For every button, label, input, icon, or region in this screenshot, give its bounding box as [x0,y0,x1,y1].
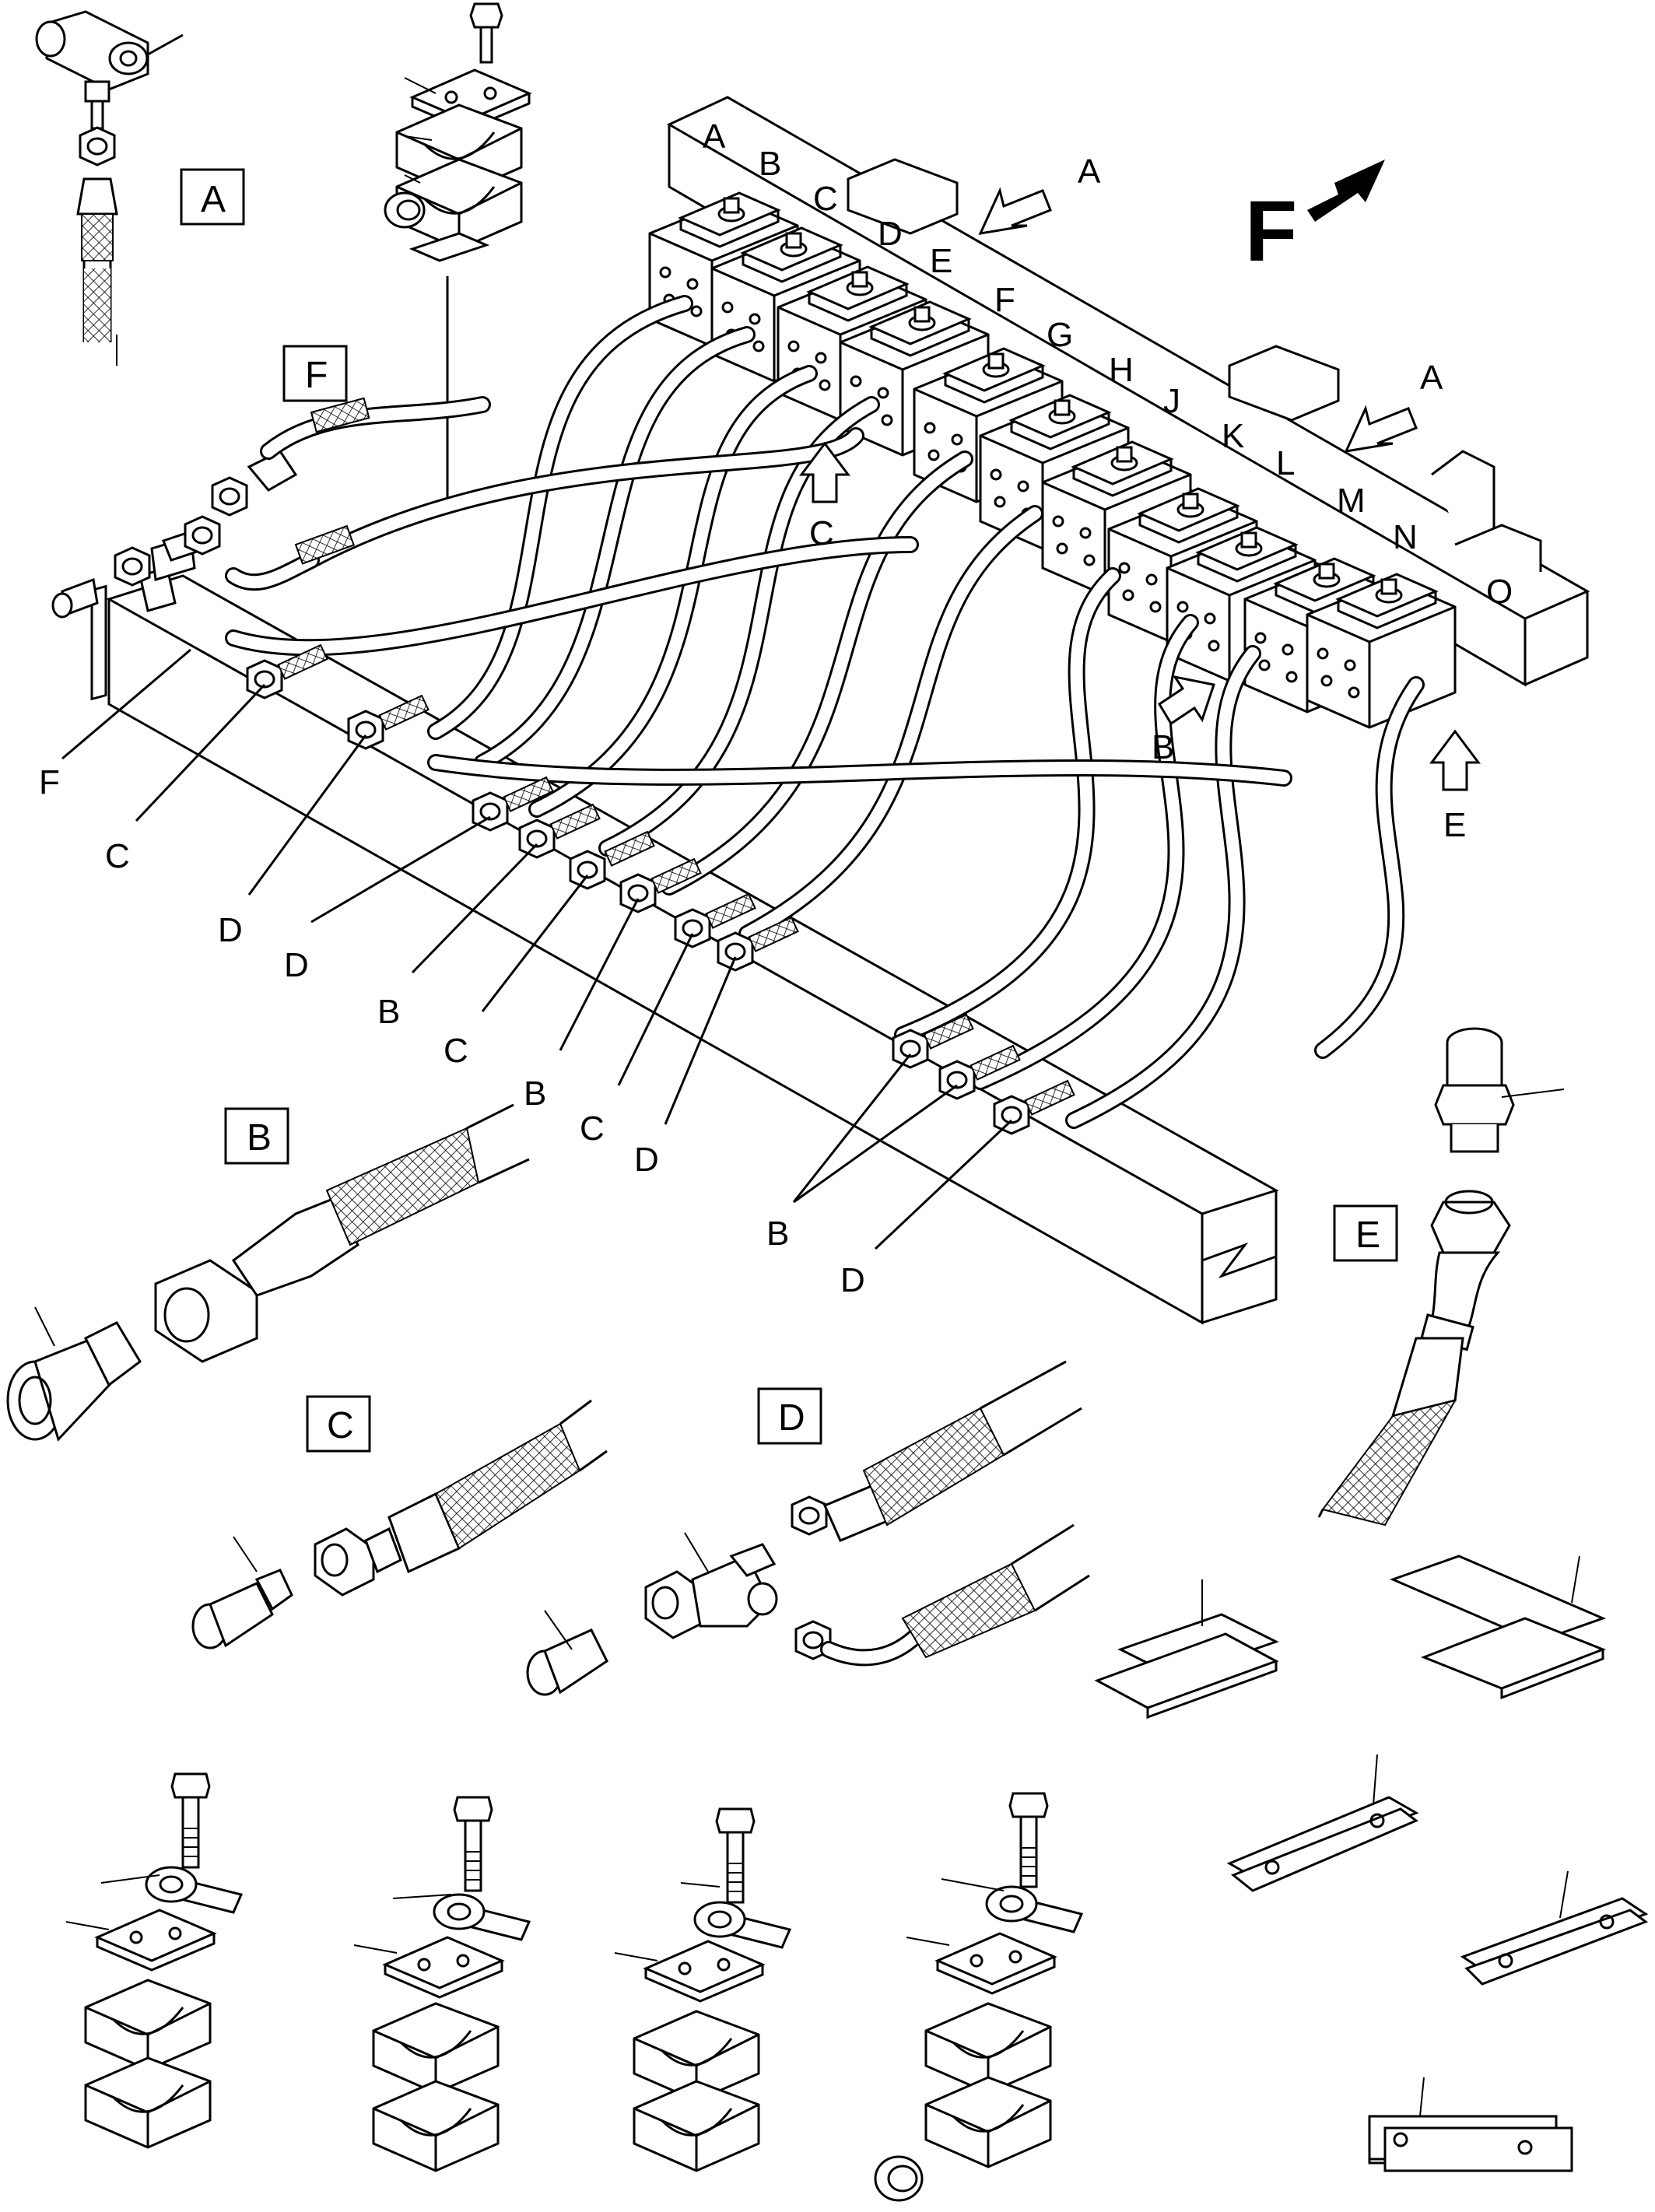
arrow-e-icon [1429,729,1481,791]
detail-box-a [180,168,245,226]
clamp-stack-3 [614,1807,791,2172]
cross-plate-assembly-right [1389,1555,1607,1700]
arrow-a-upper-icon [978,187,1052,235]
valve-label-k: K [1222,417,1244,455]
clamp-stack-4 [874,1792,1083,2202]
valve-label-j: J [1163,382,1180,420]
arrow-label-c: C [809,514,834,552]
arrow-label-a-lower: A [1420,359,1443,397]
detail-box-e [1333,1204,1398,1262]
detail-box-b [224,1107,289,1165]
valve-label-h: H [1109,351,1134,389]
clamp-stack-2 [353,1796,531,2172]
clamp-stack-1 [65,1772,243,2149]
detail-box-c [306,1395,371,1453]
arrow-label-e: E [1443,806,1466,844]
detail-label-a: A [201,179,226,220]
detail-a-elbow-fitting: A [35,10,245,366]
detail-f-fittings: F [51,345,491,619]
callouts: F C D D B C B C D B D [39,648,1013,1299]
valve-label-e: E [930,242,952,280]
callout-c-1: C [105,837,130,875]
direction-letter: F [1245,184,1297,279]
arrow-c-icon [799,441,850,503]
forward-arrow-icon [1307,160,1385,222]
callout-d-1: D [218,911,243,949]
valve-label-l: L [1276,444,1295,482]
valve-label-o: O [1486,573,1513,611]
callout-d-3: D [634,1141,659,1179]
valve-label-m: M [1337,482,1366,520]
detail-box-d [757,1387,822,1445]
callout-d-2: D [284,946,309,984]
valve-letter-labels: A B C D E F G H J K L M N O [703,117,1513,611]
detail-label-e: E [1355,1215,1380,1256]
valve-label-c: C [813,180,838,218]
callout-f: F [39,763,60,801]
cross-plate-assembly-left [1094,1579,1279,1719]
detail-box-f [282,345,348,402]
shim-stack-1 [1226,1754,1419,1892]
detail-label-c: C [327,1405,354,1446]
shim-stack-3 [1368,2077,1573,2172]
arrow-a-lower-icon [1344,405,1418,453]
valve-block-stack [648,158,1542,729]
detail-label-b: B [247,1117,272,1159]
callout-b-3: B [766,1215,789,1253]
shim-stack-2 [1460,1870,1649,1986]
valve-label-b: B [759,145,781,183]
callout-d-4: D [840,1261,865,1299]
valve-label-g: G [1047,316,1073,354]
hose-bundle [225,295,1425,1129]
callout-b-2: B [524,1074,546,1113]
valve-label-f: F [994,281,1015,319]
grommet-icon [874,2155,924,2202]
callout-c-2: C [444,1032,468,1070]
detail-c-fitting: C [191,1395,608,1649]
top-clamp-stack [384,2,531,498]
callout-b-1: B [377,993,400,1031]
detail-label-f: F [305,355,328,396]
detail-b-coupling: B [6,1103,530,1442]
detail-d-tee-fitting: D [526,1360,1090,1696]
arrow-b-icon [1157,675,1215,726]
arrow-label-a-upper: A [1078,152,1101,191]
front-direction-indicator: F [1245,160,1385,279]
flow-arrows: A A C B E [799,152,1481,844]
arrow-label-b: B [1152,728,1174,766]
valve-label-n: N [1393,518,1418,556]
valve-label-a: A [703,117,726,156]
detail-label-d: D [778,1397,805,1439]
callout-c-3: C [580,1110,605,1148]
detail-e-coupling: E [1317,1027,1565,1527]
valve-label-d: D [878,215,903,253]
